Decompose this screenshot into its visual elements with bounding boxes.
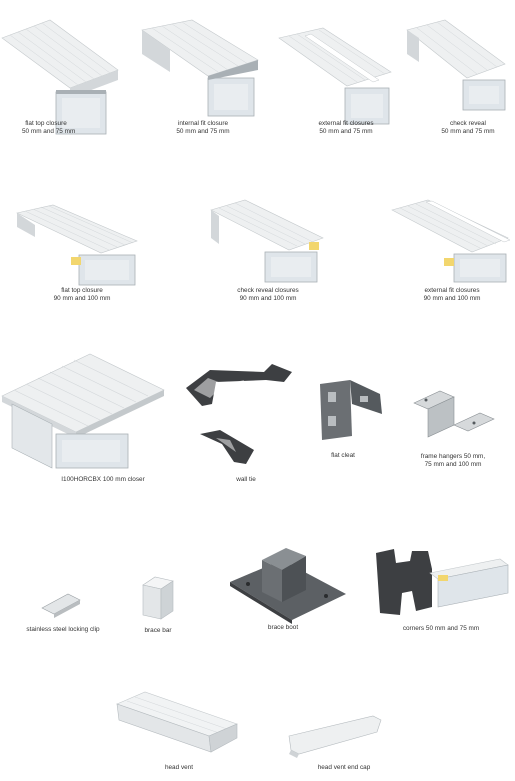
frame-hangers-illustration bbox=[413, 390, 495, 438]
caption-closer-100: I100HORCBX 100 mm closer bbox=[61, 476, 145, 483]
brace-boot-illustration bbox=[230, 548, 346, 624]
caption-flat-top-closure-90-100: flat top closure 90 mm and 100 mm bbox=[53, 287, 111, 302]
caption-locking-clip: stainless steel locking clip bbox=[26, 626, 100, 633]
caption-internal-fit-closure: internal fit closure 50 mm and 75 mm bbox=[176, 120, 230, 135]
locking-clip-illustration bbox=[41, 593, 81, 618]
caption-head-vent-end-cap: head vent end cap bbox=[317, 764, 371, 771]
caption-check-reveal-50-75: check reveal 50 mm and 75 mm bbox=[441, 120, 495, 135]
internal-fit-closure-illustration bbox=[141, 19, 259, 117]
caption-brace-bar: brace bar bbox=[144, 627, 172, 634]
flat-top-closure-90-100-illustration bbox=[16, 204, 138, 286]
caption-frame-hangers: frame hangers 50 mm, 75 mm and 100 mm bbox=[420, 453, 486, 468]
brace-bar-illustration bbox=[142, 576, 174, 620]
head-vent-illustration bbox=[116, 691, 238, 753]
caption-external-fit-closures-50-75: external fit closures 50 mm and 75 mm bbox=[318, 120, 374, 135]
caption-corners: corners 50 mm and 75 mm bbox=[402, 625, 480, 632]
flat-cleat-illustration bbox=[320, 380, 382, 440]
caption-check-reveal-closures-90-100: check reveal closures 90 mm and 100 mm bbox=[237, 287, 299, 302]
caption-external-fit-closures-90-100: external fit closures 90 mm and 100 mm bbox=[423, 287, 481, 302]
head-vent-end-cap-illustration bbox=[288, 715, 382, 758]
caption-head-vent: head vent bbox=[164, 764, 194, 771]
check-reveal-illustration bbox=[406, 19, 506, 111]
caption-brace-boot: brace boot bbox=[267, 624, 299, 631]
caption-wall-tie: wall tie bbox=[236, 476, 256, 483]
flat-top-closure-illustration bbox=[1, 19, 119, 135]
caption-flat-top-closure-50-75: flat top closure 50 mm and 75 mm bbox=[22, 120, 76, 135]
caption-flat-cleat: flat cleat bbox=[331, 452, 355, 459]
check-reveal-closures-illustration bbox=[210, 199, 324, 283]
corners-illustration bbox=[376, 549, 509, 615]
wall-tie-illustration bbox=[186, 364, 292, 464]
external-fit-closures-90-100-illustration bbox=[391, 199, 511, 283]
external-fit-closures-illustration bbox=[278, 27, 392, 125]
closer-100-illustration bbox=[1, 353, 165, 469]
